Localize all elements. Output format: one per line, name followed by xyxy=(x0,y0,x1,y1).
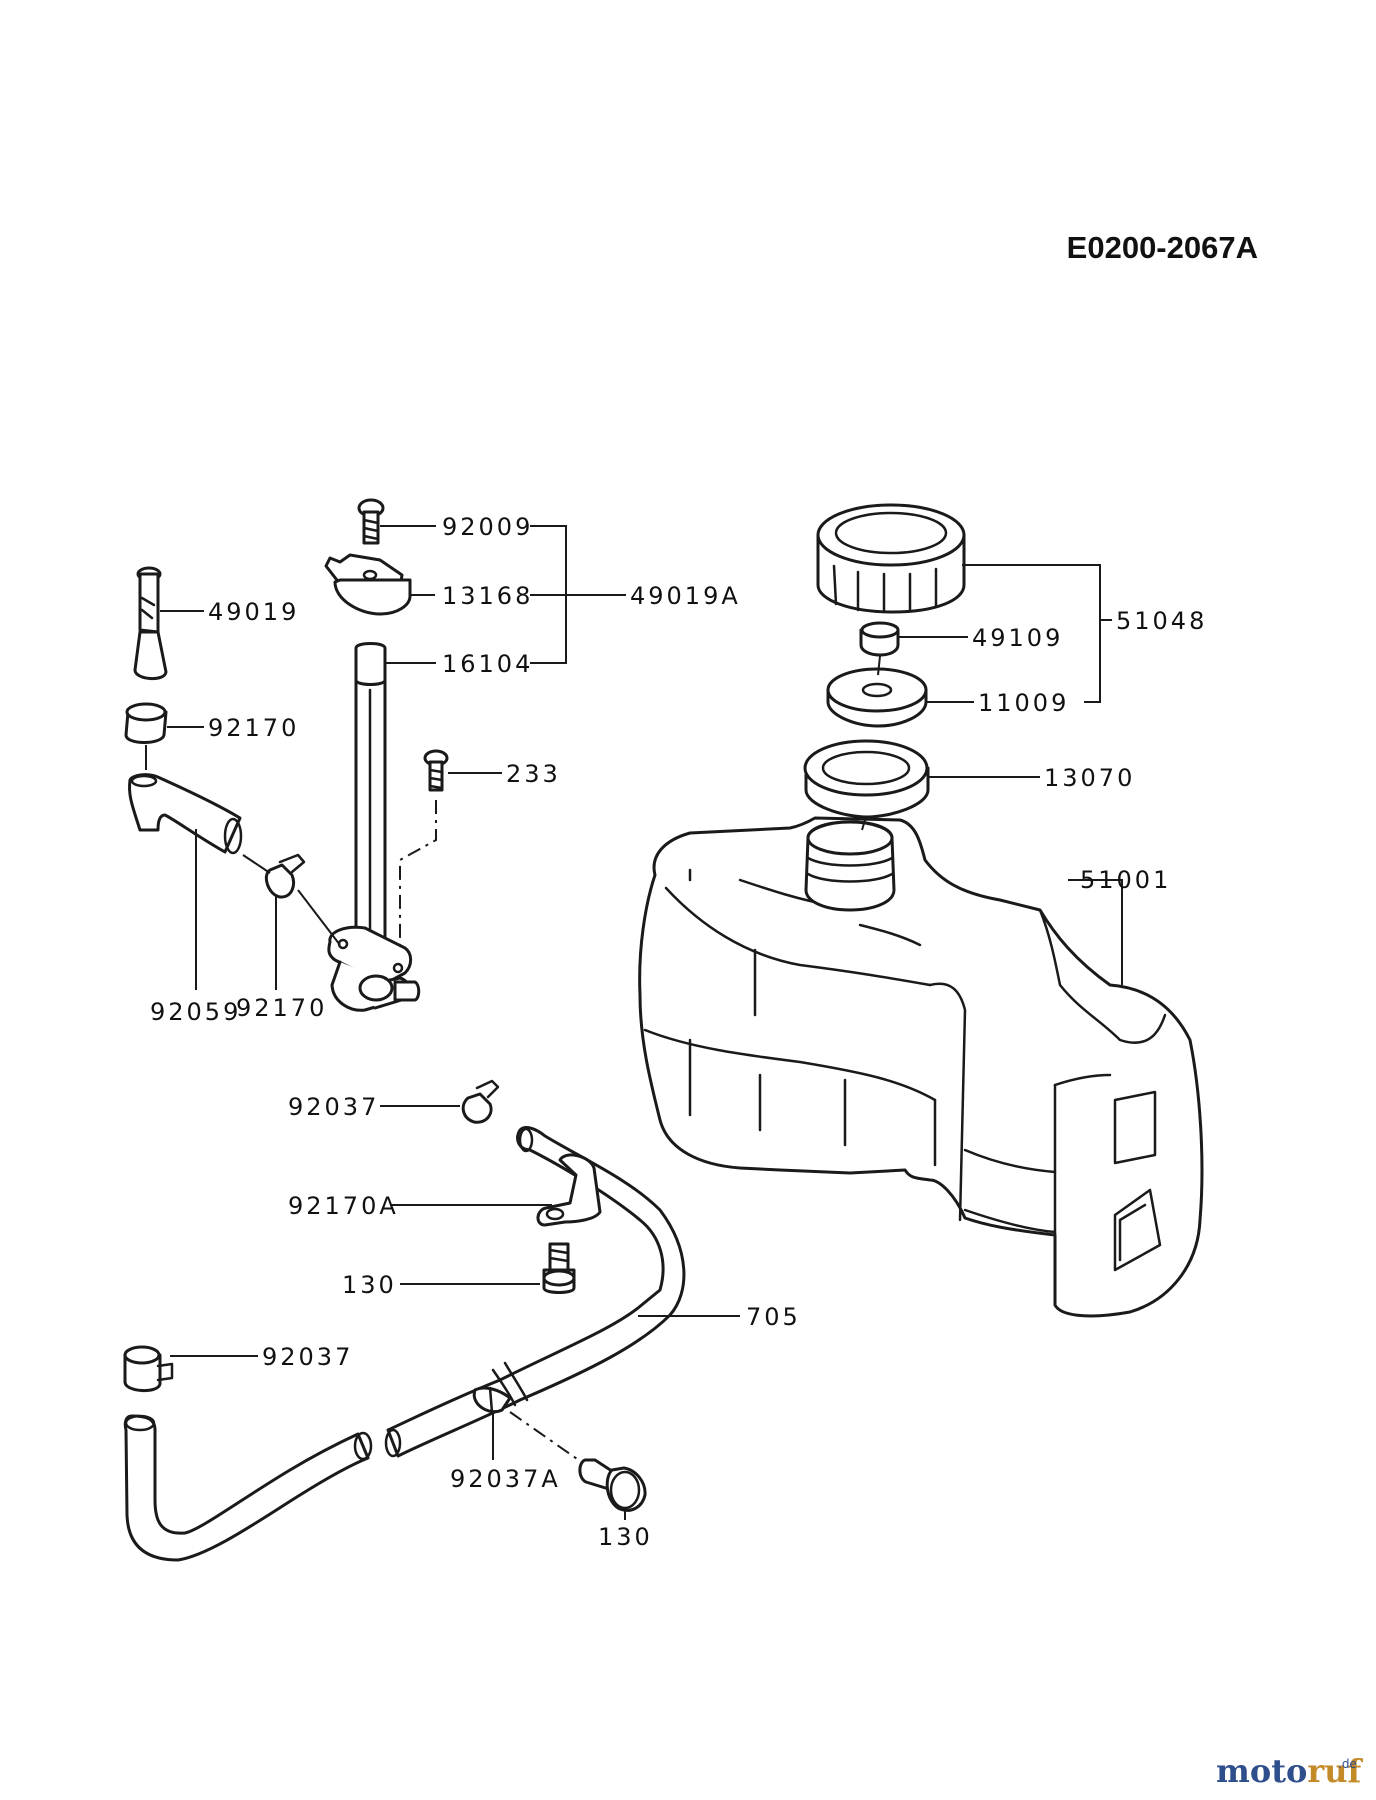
clamp-92170-bottom xyxy=(264,853,306,899)
label-233: 233 xyxy=(506,760,561,788)
label-16104: 16104 xyxy=(442,650,533,678)
label-49019: 49019 xyxy=(208,598,299,626)
label-92059: 92059 xyxy=(150,998,241,1026)
pipe-16104 xyxy=(354,642,387,964)
label-92037A: 92037A xyxy=(450,1465,561,1493)
tank-filter-ring xyxy=(803,739,930,819)
label-130-left: 130 xyxy=(342,1271,397,1299)
bolt-130-bottom xyxy=(578,1458,647,1512)
clamp-92037-bottom xyxy=(123,1345,174,1392)
diagram-code: E0200-2067A xyxy=(1067,230,1258,265)
label-130-bottom: 130 xyxy=(598,1523,653,1551)
label-13070: 13070 xyxy=(1044,764,1135,792)
label-13168: 13168 xyxy=(442,582,533,610)
cap-seal xyxy=(859,621,900,657)
filter-49019 xyxy=(133,566,168,680)
screw-92009 xyxy=(357,498,385,545)
lever-13168 xyxy=(324,553,412,616)
fuel-hose-lower xyxy=(123,1414,373,1562)
label-705: 705 xyxy=(746,1303,801,1331)
label-92009: 92009 xyxy=(442,513,533,541)
cap-washer xyxy=(826,667,928,728)
label-92037-top: 92037 xyxy=(288,1093,379,1121)
label-51001: 51001 xyxy=(1080,866,1171,894)
watermark-suffix: .de xyxy=(1338,1757,1357,1771)
screw-233 xyxy=(423,749,449,792)
clamp-92037-top xyxy=(461,1079,500,1124)
label-51048: 51048 xyxy=(1116,607,1207,635)
watermark-logo: motoruf .de xyxy=(1216,1752,1363,1790)
label-49019A: 49019A xyxy=(630,582,741,610)
label-11009: 11009 xyxy=(978,689,1069,717)
label-92170-top: 92170 xyxy=(208,714,299,742)
bolt-130-left xyxy=(542,1242,576,1294)
fuel-hose-705 xyxy=(384,1126,686,1458)
fuel-cock xyxy=(327,925,421,1012)
clamp-92170-top xyxy=(124,702,168,744)
label-49109: 49109 xyxy=(972,624,1063,652)
label-92037-bottom: 92037 xyxy=(262,1343,353,1371)
hose-92059 xyxy=(128,773,243,855)
fuel-tank xyxy=(638,816,1204,1318)
label-92170-bottom: 92170 xyxy=(236,994,327,1022)
label-92170A: 92170A xyxy=(288,1192,399,1220)
clamp-92037A xyxy=(472,1386,512,1414)
clamp-92170A xyxy=(536,1153,602,1227)
watermark-brand: motoruf xyxy=(1216,1752,1363,1790)
tank-cap xyxy=(816,503,966,614)
